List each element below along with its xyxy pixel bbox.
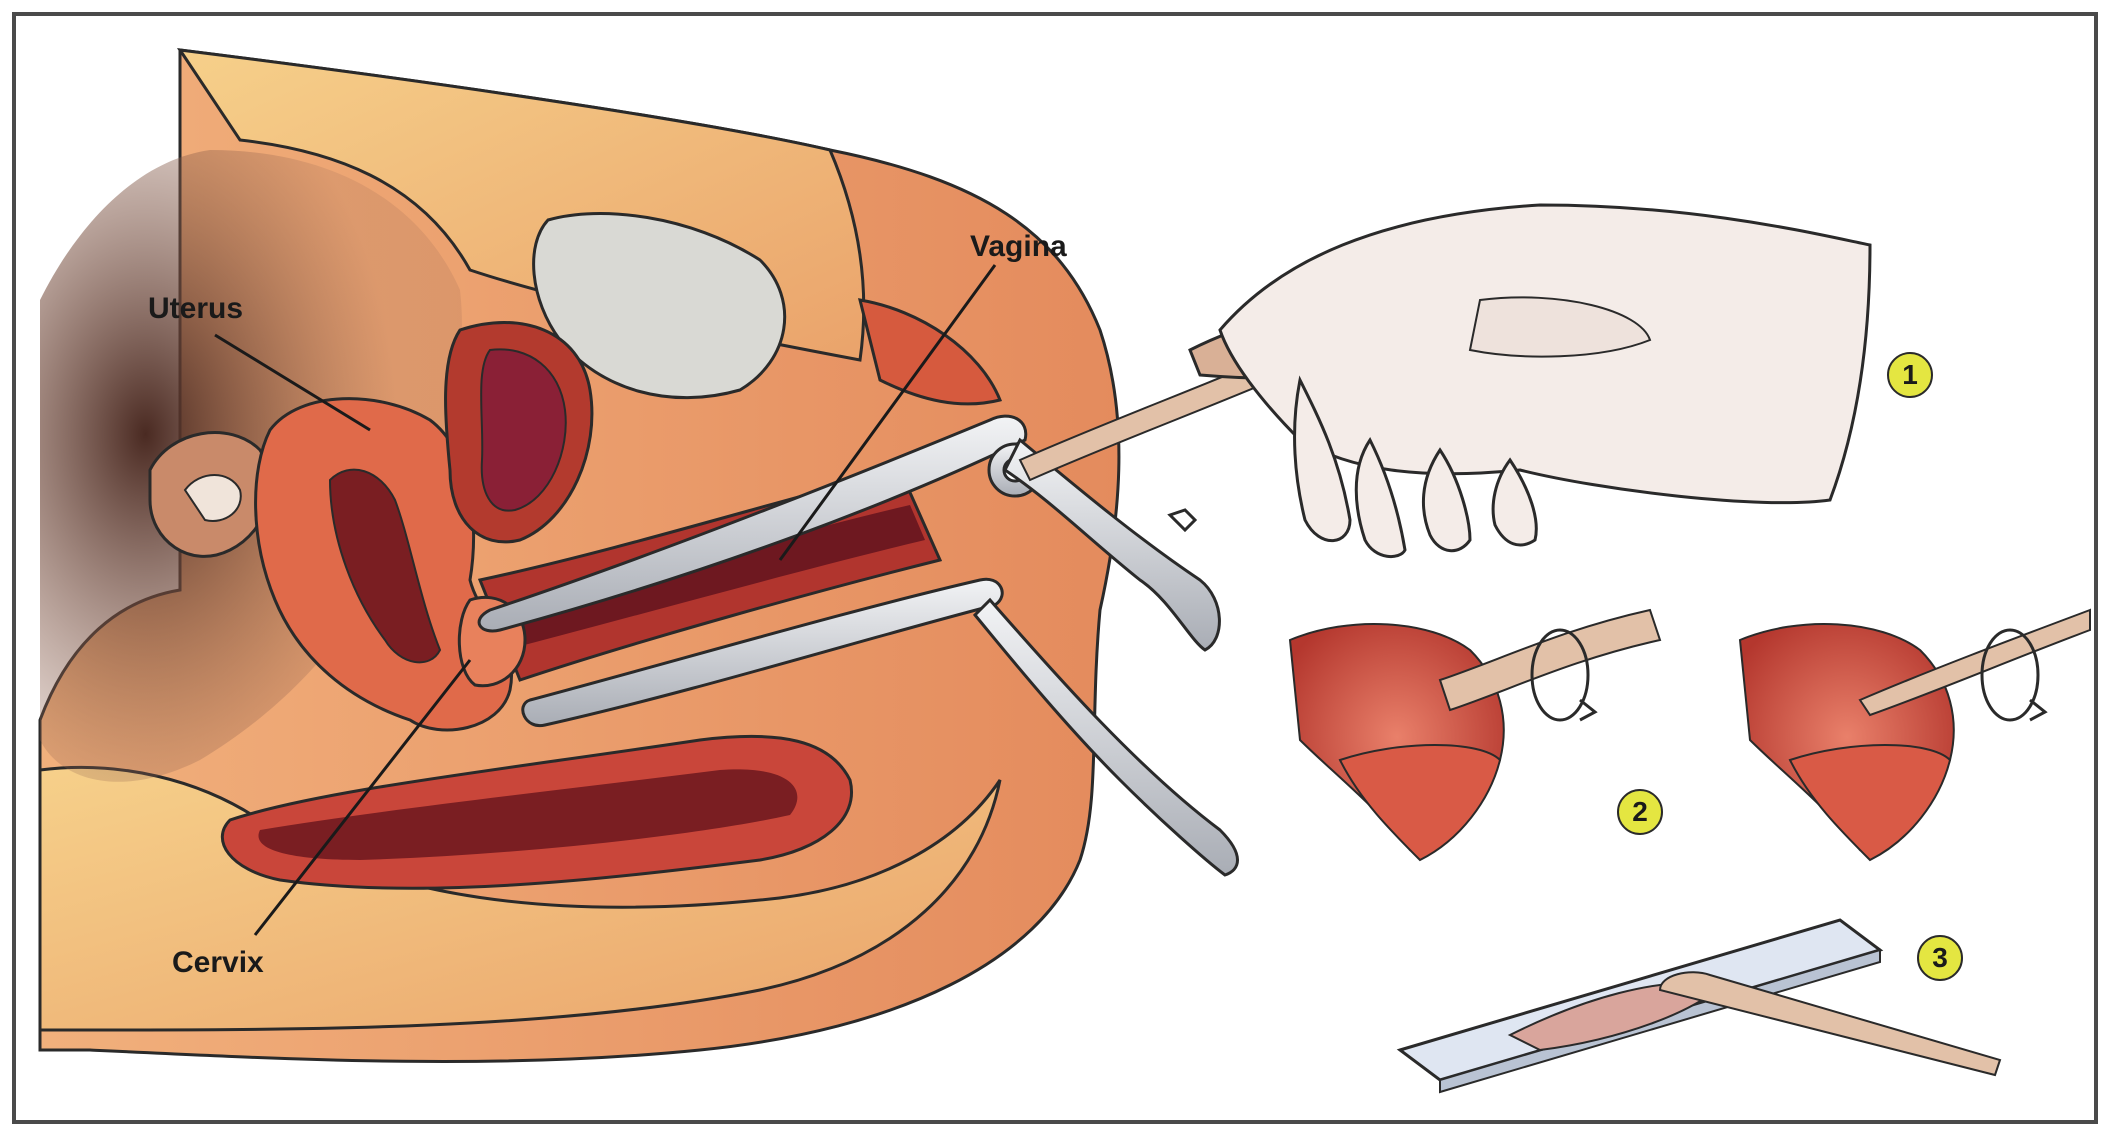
step-badge-3: 3	[1918, 936, 1962, 980]
step-number-2: 2	[1632, 796, 1648, 827]
pelvic-cross-section	[40, 50, 1119, 1062]
label-cervix: Cervix	[172, 946, 264, 979]
step-number-3: 3	[1932, 942, 1948, 973]
step-2-rotation-left	[1290, 610, 1660, 860]
step-badge-2: 2	[1618, 790, 1662, 834]
step-badge-1: 1	[1888, 353, 1932, 397]
step-2-rotation-right	[1740, 610, 2090, 860]
label-uterus: Uterus	[148, 292, 243, 325]
label-vagina: Vagina	[970, 230, 1067, 263]
step-number-1: 1	[1902, 359, 1918, 390]
gloved-hand-with-swab	[1020, 205, 1870, 557]
step-3-slide	[1400, 920, 2000, 1092]
